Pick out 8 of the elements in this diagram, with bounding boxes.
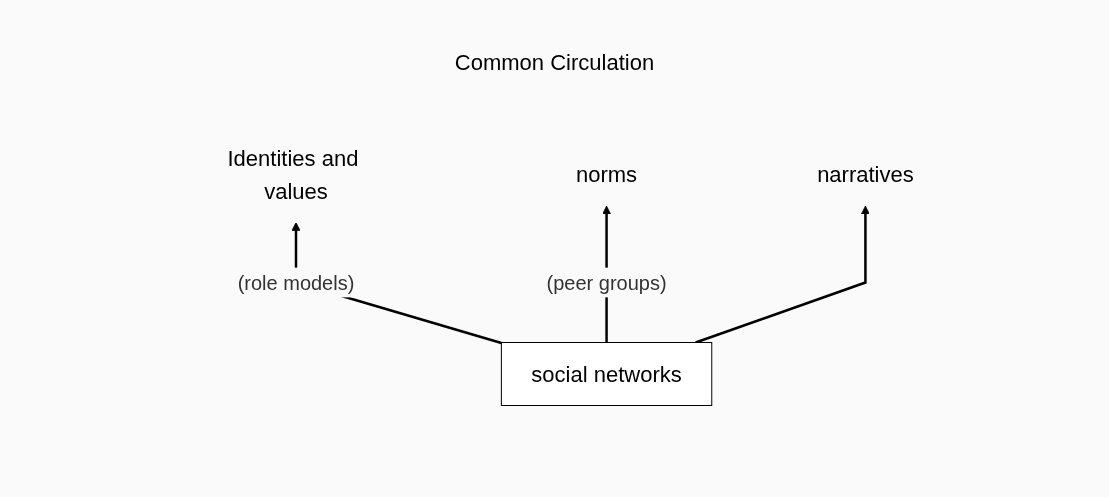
arrow <box>694 205 870 344</box>
edge-label: (peer groups) <box>546 271 667 294</box>
node-text: norms <box>575 162 637 187</box>
node-text: narratives <box>816 162 914 187</box>
node-box: social networks <box>500 342 712 406</box>
edge-label: (role models) <box>237 271 354 294</box>
diagram-title: Common Circulation <box>453 50 656 76</box>
node-text: Identities and values <box>227 145 359 204</box>
